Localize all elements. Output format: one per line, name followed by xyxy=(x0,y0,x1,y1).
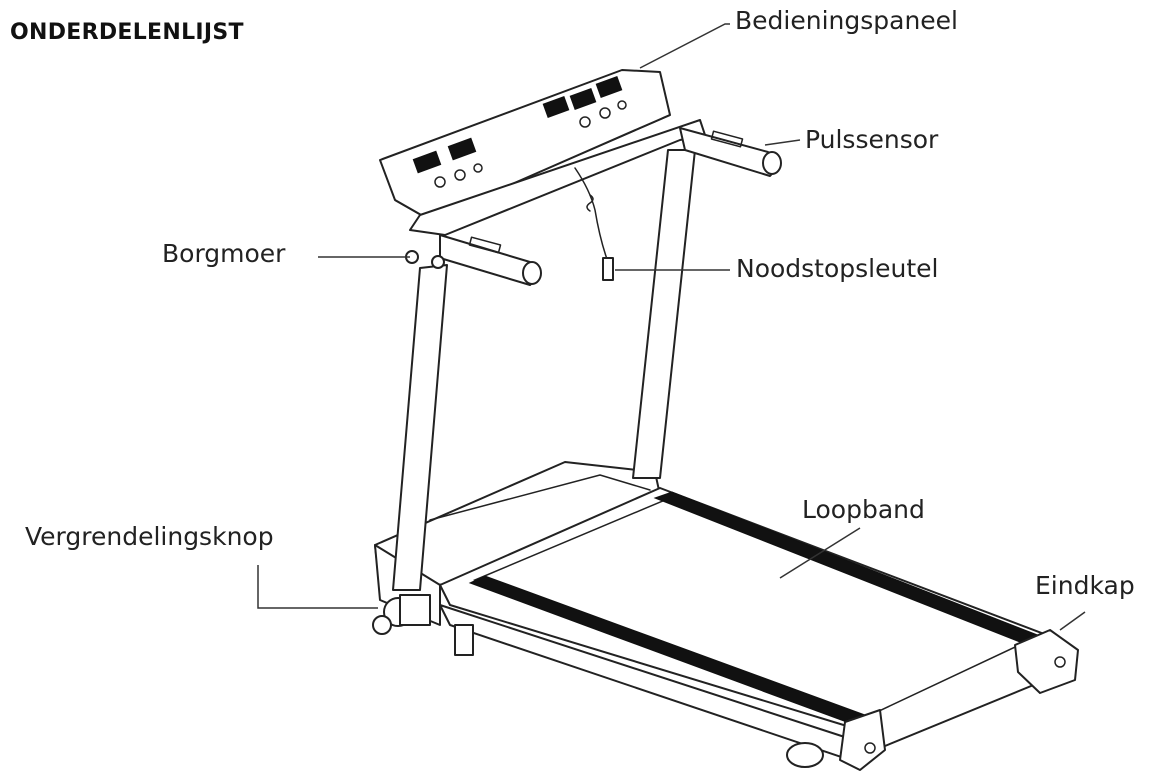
label-end-cap: Eindkap xyxy=(1035,571,1135,600)
end-caps xyxy=(786,629,1079,771)
lock-nut xyxy=(405,250,445,269)
label-safety-key: Noodstopsleutel xyxy=(736,254,939,283)
label-belt: Loopband xyxy=(802,495,925,524)
label-lock-nut: Borgmoer xyxy=(162,239,286,268)
console xyxy=(379,69,706,236)
label-pulse-sensor: Pulssensor xyxy=(805,125,939,154)
handlebars xyxy=(439,127,782,286)
leader-lines xyxy=(257,23,1086,631)
treadmill-deck xyxy=(374,461,1076,766)
label-console: Bedieningspaneel xyxy=(735,6,958,35)
lock-knob xyxy=(372,594,431,635)
safety-key xyxy=(574,167,614,281)
page-title: ONDERDELENLIJST xyxy=(10,20,244,45)
label-lock-knob: Vergrendelingsknop xyxy=(25,522,274,551)
